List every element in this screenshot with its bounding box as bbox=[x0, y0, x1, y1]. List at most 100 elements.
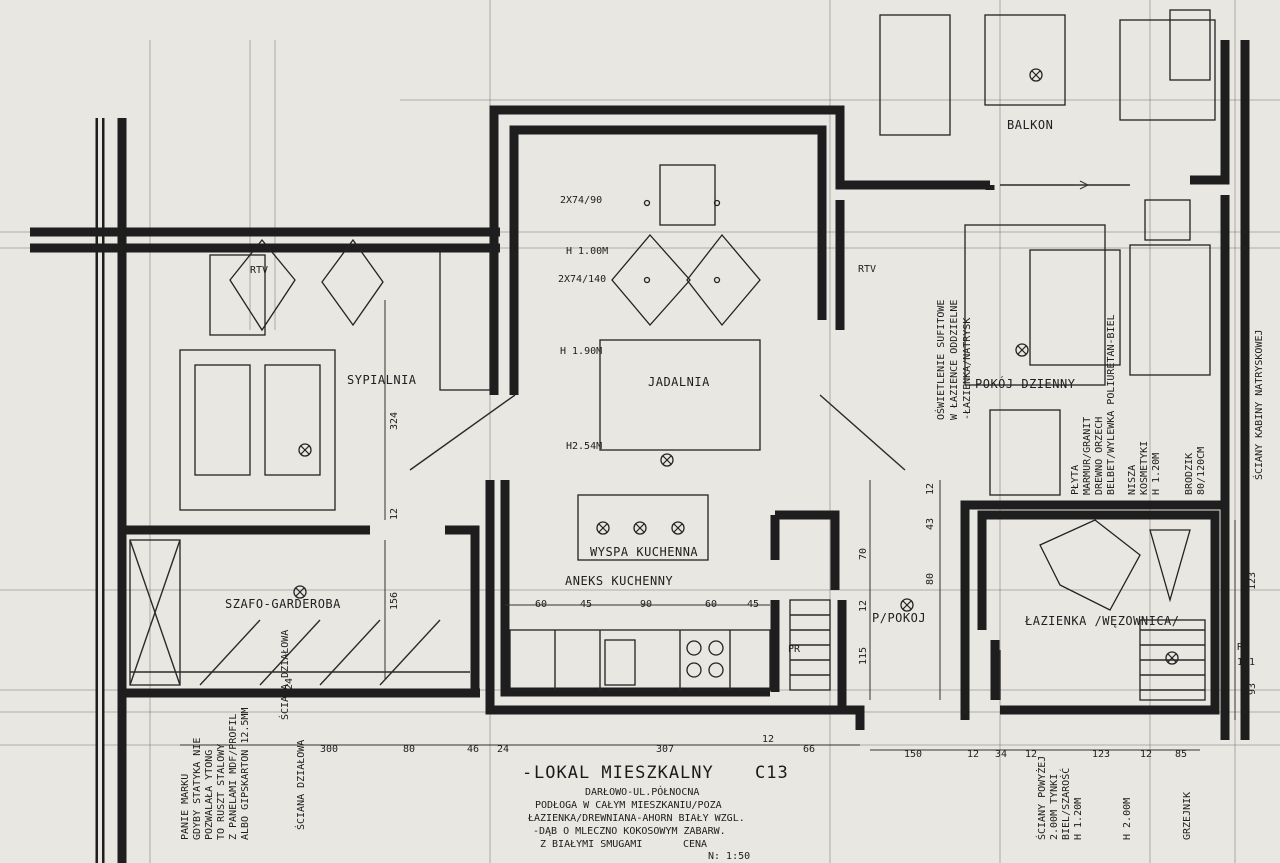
room-label-wyspa-kuchenna: WYSPA KUCHENNA bbox=[590, 545, 698, 559]
title-code: C13 bbox=[755, 763, 789, 783]
dim-bottom-2: 46 bbox=[467, 744, 479, 755]
dim-bottom-4: 307 bbox=[656, 744, 674, 755]
title-block: - LOKAL MIESZKALNY C13 DARŁOWO-UL.PÓŁNOC… bbox=[522, 763, 789, 862]
room-label-p-pokoj: P/POKOJ bbox=[872, 611, 926, 625]
title-line-1: PODŁOGA W CAŁYM MIESZKANIU/POZA bbox=[535, 800, 722, 811]
dim-bottom-13: 85 bbox=[1175, 749, 1187, 760]
title-line-3: -DĄB O MLECZNO KOKOSOWYM ZABARW. bbox=[533, 826, 726, 837]
lamp-balkon bbox=[1029, 68, 1043, 82]
note-sciany-powyzej-1: ŚCIANY POWYŻEJ bbox=[1035, 756, 1048, 840]
label-rtv-right: RTV bbox=[858, 264, 876, 275]
dimension-values: 300 80 46 24 307 12 66 150 12 34 12 123 12 85 60 45 90 60… bbox=[284, 599, 1187, 760]
bedroom-furniture bbox=[179, 238, 491, 511]
label-ratio: 1/1 bbox=[1237, 657, 1255, 668]
dim-115: 115 bbox=[858, 647, 869, 665]
dimension-lines bbox=[180, 180, 1236, 751]
label-lamp-h190: H 1.90M bbox=[560, 346, 602, 357]
dim-bottom-12: 12 bbox=[1140, 749, 1152, 760]
dim-bottom-8: 12 bbox=[967, 749, 979, 760]
note-nisza-3: H 1.20M bbox=[1151, 453, 1162, 495]
dim-bottom-7: 150 bbox=[904, 749, 922, 760]
dim-324: 324 bbox=[389, 412, 400, 430]
note-plyta-3: DREWNO ORZECH bbox=[1094, 417, 1105, 495]
note-panel-4: TO RUSZT STALOWY bbox=[216, 744, 227, 840]
dim-kitchen-2: 90 bbox=[640, 599, 652, 610]
label-lamp-2x74-90: 2X74/90 bbox=[560, 195, 602, 206]
dim-kitchen-0: 60 bbox=[535, 599, 547, 610]
lamp-island-1 bbox=[596, 521, 610, 535]
note-plyta-1: PŁYTA bbox=[1070, 465, 1081, 495]
room-label-sypialnia: SYPIALNIA bbox=[347, 373, 417, 387]
dim-70: 70 bbox=[858, 548, 869, 560]
dim-80: 80 bbox=[925, 573, 936, 585]
note-nisza-2: KOSMETYKI bbox=[1139, 441, 1150, 495]
dim-bottom-9: 34 bbox=[995, 749, 1007, 760]
note-w-lazience: W ŁAZIENCE ODDZIELNE bbox=[949, 300, 960, 420]
title-scale: N: 1:50 bbox=[708, 851, 750, 862]
living-furniture bbox=[964, 184, 1211, 496]
title-location: DARŁOWO-UL.PÓŁNOCNA bbox=[585, 785, 699, 798]
room-label-szafo-garderoba: SZAFO-GARDEROBA bbox=[225, 597, 341, 611]
lamp-living bbox=[1015, 343, 1029, 357]
note-nisza-1: NISZA bbox=[1127, 465, 1138, 495]
title-prefix: - bbox=[522, 763, 533, 783]
label-lamp-h100: H 1.00M bbox=[566, 246, 608, 257]
wardrobe bbox=[129, 539, 470, 686]
note-sciany-kabiny: ŚCIANY KABINY NATRYSKOWEJ bbox=[1252, 329, 1265, 480]
note-panel-3: POZWALAŁA YTONG bbox=[204, 750, 215, 840]
note-lazienka-natrysk: -ŁAZIENKA/NATRYSK bbox=[962, 318, 973, 420]
note-panel-6: ALBO GIPSKARTON 12.5MM bbox=[240, 708, 251, 840]
dim-123-v: 123 bbox=[1247, 572, 1258, 590]
dim-43: 43 bbox=[925, 518, 936, 530]
ceiling-lamps bbox=[293, 68, 1179, 665]
note-sciany-powyzej-2: 2.00M TYNKI bbox=[1049, 774, 1060, 840]
dim-93: 93 bbox=[1247, 683, 1258, 695]
lamp-bedroom bbox=[298, 443, 312, 457]
dim-bottom-3: 24 bbox=[497, 744, 509, 755]
note-brodzik-1: BRODZIK bbox=[1184, 453, 1195, 495]
dim-bottom-0: 300 bbox=[320, 744, 338, 755]
lamp-hall bbox=[900, 598, 914, 612]
label-lamp-2x74-140: 2X74/140 bbox=[558, 274, 606, 285]
dim-bottom-1: 80 bbox=[403, 744, 415, 755]
room-label-jadalnia: JADALNIA bbox=[648, 375, 710, 389]
title-line-2: ŁAZIENKA/DREWNIANA-AHORN BIAŁY WZGL. bbox=[527, 813, 745, 824]
dining-furniture bbox=[409, 164, 906, 471]
dim-bottom-6: 66 bbox=[803, 744, 815, 755]
title-text: LOKAL MIESZKALNY bbox=[534, 763, 714, 783]
dim-bottom-10: 12 bbox=[1025, 749, 1037, 760]
note-plyta-2: MARMUR/GRANIT bbox=[1082, 417, 1093, 495]
lamp-bath bbox=[1165, 651, 1179, 665]
balkon-furniture bbox=[879, 9, 1216, 136]
note-plyta-4: BELBET/WYLEWKA POLIURETAN-BIEL bbox=[1106, 314, 1117, 495]
lamp-island-3 bbox=[671, 521, 685, 535]
dim-bottom-11: 123 bbox=[1092, 749, 1110, 760]
kitchen-counter bbox=[509, 599, 831, 691]
room-label-aneks-kuchenny: ANEKS KUCHENNY bbox=[565, 574, 673, 588]
room-label-lazienka: ŁAZIENKA /WĘZOWNICA/ bbox=[1024, 614, 1180, 628]
label-pr: PR bbox=[788, 644, 801, 655]
note-panel-1: PANIE MARKU bbox=[180, 774, 191, 840]
vertical-notes: OŚWIETLENIE SUFITOWE W ŁAZIENCE ODDZIELN… bbox=[180, 300, 1265, 840]
note-grzejnik: GRZEJNIK bbox=[1182, 792, 1193, 840]
dim-12c: 12 bbox=[858, 600, 869, 612]
title-cena: CENA bbox=[683, 839, 707, 850]
note-brodzik-2: 80/120CM bbox=[1196, 447, 1207, 495]
note-h200: H 2.00M bbox=[1122, 798, 1133, 840]
room-label-pokoj-dzienny: POKÓJ DZIENNY bbox=[975, 376, 1076, 391]
note-sciana-dzialowa: ŚCIANA DZIAŁOWA bbox=[294, 740, 307, 830]
note-panel-5: Z PANELAMI MDF/PROFIL bbox=[228, 714, 239, 840]
label-rv: RV bbox=[1237, 642, 1249, 653]
dim-156: 156 bbox=[389, 592, 400, 610]
lamp-island-2 bbox=[633, 521, 647, 535]
walls bbox=[30, 40, 1250, 863]
dim-12b: 12 bbox=[925, 483, 936, 495]
label-rtv-left: RTV bbox=[250, 265, 268, 276]
note-sciany-powyzej-4: H 1.20M bbox=[1073, 798, 1084, 840]
dim-kitchen-3: 60 bbox=[705, 599, 717, 610]
note-panel-2: GDYBY STATYKA NIE bbox=[192, 738, 203, 840]
dim-kitchen-1: 45 bbox=[580, 599, 592, 610]
note-sciana-dzialowa-2: ŚCIANA DZIAŁOWA bbox=[278, 630, 291, 720]
bathroom-fixtures bbox=[999, 519, 1206, 701]
room-label-balkon: BALKON bbox=[1007, 118, 1053, 132]
